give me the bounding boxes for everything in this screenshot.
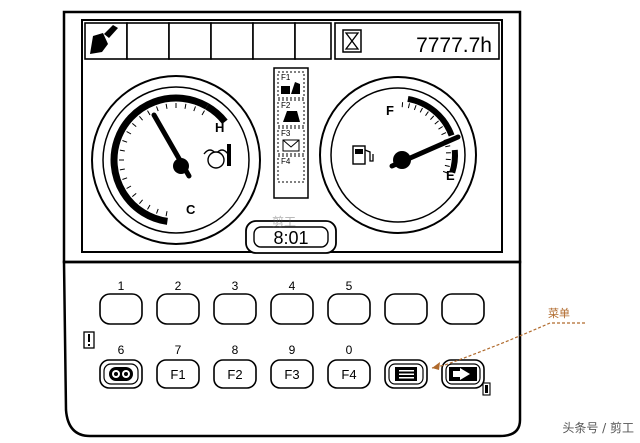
temp-gauge-ticks: [119, 103, 205, 217]
temp-hub: [173, 158, 189, 174]
key-f3-label: F3: [284, 367, 299, 382]
menu-callout-line: [431, 322, 585, 369]
keypad-housing: [62, 260, 522, 438]
key-f3-button[interactable]: F3: [270, 359, 314, 389]
temp-gauge-fill: [110, 94, 209, 225]
watermark-brand: 剪工: [272, 214, 296, 229]
key-4-number: 4: [289, 279, 296, 293]
key-5-button[interactable]: [327, 293, 371, 325]
rear-camera-icon: [449, 367, 477, 381]
coolant-temp-icon: [203, 144, 231, 169]
message-icon: [282, 139, 300, 152]
fuel-empty-label: E: [446, 168, 455, 183]
keypad-top-row: 1 2 3 4 5: [99, 279, 485, 325]
key-0-number: 0: [346, 343, 353, 357]
hour-meter-value: 7777.7h: [416, 34, 492, 57]
fuel-hub: [393, 151, 411, 169]
clock-time: 8:01: [273, 228, 308, 248]
menu-callout-label: 菜单: [548, 307, 570, 320]
key-5-number: 5: [346, 279, 353, 293]
f4-indicator: F4: [277, 155, 305, 183]
key-f4-button[interactable]: F4: [327, 359, 371, 389]
f2-indicator: F2: [277, 99, 305, 127]
work-mode-icon: [90, 25, 118, 54]
key-f2-button[interactable]: F2: [213, 359, 257, 389]
key-1-button[interactable]: [99, 293, 143, 325]
fuel-empty-zone: [449, 149, 459, 174]
key-8-number: 8: [232, 343, 239, 357]
fuel-gauge-ticks: [401, 102, 451, 174]
function-indicator-column: F1 F2 F3 F4: [273, 67, 309, 199]
brightness-indicator-icon: [482, 382, 491, 396]
fuel-gauge-fill: [407, 95, 455, 137]
key-f1-button[interactable]: F1: [156, 359, 200, 389]
weight-icon: [283, 111, 300, 122]
key-6-number: 6: [118, 343, 125, 357]
f2-indicator-label: F2: [281, 101, 291, 110]
key-7-number: 7: [175, 343, 182, 357]
credit-watermark: 头条号 / 剪工: [562, 420, 634, 435]
blank-button-right[interactable]: [441, 293, 485, 325]
fuel-pump-icon: [352, 145, 374, 165]
f1-indicator-label: F1: [281, 73, 291, 82]
menu-callout: 菜单: [431, 307, 585, 370]
menu-list-icon: [395, 367, 417, 381]
hour-meter-box: [334, 22, 500, 60]
temp-hot-label: H: [215, 120, 224, 135]
warning-lamp-strip: [84, 22, 332, 60]
menu-button[interactable]: [384, 359, 428, 389]
key-9-number: 9: [289, 343, 296, 357]
key-f4-label: F4: [341, 367, 356, 382]
key-f2-label: F2: [227, 367, 242, 382]
keypad-bottom-row: 6 7 8 9 0 F1 F2 F3: [99, 343, 485, 389]
fuel-gauge: F E: [319, 76, 477, 234]
key-1-number: 1: [118, 279, 125, 293]
coolant-temp-gauge: H C: [91, 75, 261, 245]
attachment-icon: [281, 82, 300, 94]
key-3-button[interactable]: [213, 293, 257, 325]
f3-indicator-label: F3: [281, 129, 291, 138]
warning-mark-icon: [83, 331, 95, 349]
temp-red-zone: [205, 103, 228, 125]
f4-indicator-label: F4: [281, 157, 291, 166]
camera-button[interactable]: [441, 359, 485, 389]
blank-button-left[interactable]: [384, 293, 428, 325]
fuel-full-label: F: [386, 103, 394, 118]
key-f1-label: F1: [170, 367, 185, 382]
key-4-button[interactable]: [270, 293, 314, 325]
key-2-number: 2: [175, 279, 182, 293]
key-6-button[interactable]: [99, 359, 143, 389]
watermark-logo: 剪工: [272, 214, 296, 229]
menu-callout-arrowhead: [432, 362, 440, 370]
hourglass-icon: [342, 29, 362, 53]
f1-indicator: F1: [277, 71, 305, 99]
clock-display: 8:01: [245, 220, 337, 254]
f3-indicator: F3: [277, 127, 305, 155]
key-3-number: 3: [232, 279, 239, 293]
key-2-button[interactable]: [156, 293, 200, 325]
temp-cold-label: C: [186, 202, 196, 217]
toggle-icon: [109, 367, 133, 381]
